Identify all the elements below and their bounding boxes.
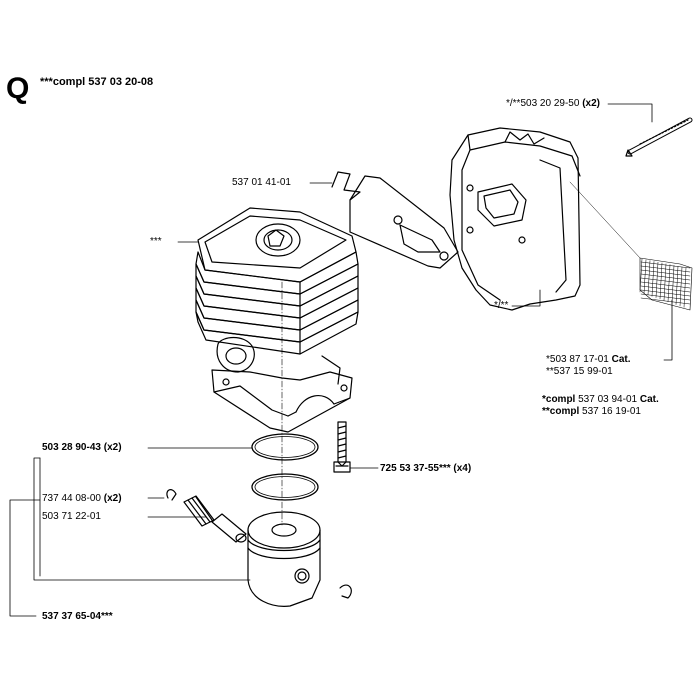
piston-part[interactable]	[247, 511, 321, 607]
label-muffler-compl-prefix2: **compl	[542, 406, 580, 417]
label-circlip[interactable]: 737 44 08-00 (x2)	[42, 493, 122, 505]
label-piston-kit-number: 537 37 65-04***	[42, 611, 113, 622]
leader-lines	[9, 103, 673, 617]
label-muffler-compl[interactable]: *compl 537 03 94-01 Cat. **compl 537 16 …	[542, 394, 659, 418]
section-title: ***compl 537 03 20-08	[40, 76, 154, 88]
label-muffler-compl-number1: 537 03 94-01	[578, 394, 638, 405]
label-muffler-compl-number2: 537 16 19-01	[582, 406, 641, 417]
label-piston-rings-number: 503 28 90-43	[42, 442, 101, 453]
needle-bearing-part[interactable]	[183, 495, 215, 527]
label-bolt-number: */**503 20 29-50	[506, 98, 580, 109]
long-bolt-part[interactable]	[625, 117, 693, 157]
label-cylinder-number: ***	[150, 236, 162, 247]
label-muffler-compl-prefix1: *compl	[542, 394, 576, 405]
muffler-part[interactable]	[449, 127, 581, 311]
label-piston-rings-qty: (x2)	[103, 442, 122, 453]
circlip-part[interactable]	[166, 489, 352, 599]
bracket-part[interactable]	[331, 171, 459, 269]
cylinder-part[interactable]	[195, 207, 359, 433]
label-screws-number: 725 53 37-55***	[380, 463, 451, 474]
label-circlip-qty: (x2)	[103, 493, 122, 504]
label-bolt-qty: (x2)	[582, 98, 600, 109]
label-screws[interactable]: 725 53 37-55*** (x4)	[380, 463, 471, 475]
label-spark-screen-line2: **537 15 99-01	[546, 366, 613, 377]
label-piston-kit[interactable]: 537 37 65-04***	[42, 611, 113, 623]
label-bracket[interactable]: 537 01 41-01	[232, 177, 291, 189]
label-spark-screen[interactable]: *503 87 17-01 Cat. **537 15 99-01	[546, 354, 631, 378]
label-spark-screen-line1: *503 87 17-01	[546, 354, 609, 365]
label-needle-bearing[interactable]: 503 71 22-01	[42, 511, 101, 523]
label-circlip-number: 737 44 08-00	[42, 493, 101, 504]
label-cylinder[interactable]: ***	[150, 236, 162, 248]
label-muffler-compl-cat: Cat.	[639, 394, 659, 405]
label-needle-bearing-number: 503 71 22-01	[42, 511, 101, 522]
cylinder-screw-part[interactable]	[333, 421, 351, 473]
piston-ring-part[interactable]	[251, 433, 319, 501]
piston-pin-part[interactable]	[211, 513, 247, 543]
label-muffler[interactable]: */**	[494, 300, 508, 312]
section-letter: Q	[6, 72, 30, 105]
label-bolt[interactable]: */**503 20 29-50 (x2)	[506, 98, 600, 110]
label-piston-rings[interactable]: 503 28 90-43 (x2)	[42, 442, 122, 454]
label-bracket-number: 537 01 41-01	[232, 177, 291, 188]
label-screws-qty: (x4)	[453, 463, 472, 474]
label-spark-screen-cat: Cat.	[611, 354, 631, 365]
spark-arrestor-screen-part[interactable]	[639, 257, 693, 311]
label-muffler-number: */**	[494, 300, 509, 311]
